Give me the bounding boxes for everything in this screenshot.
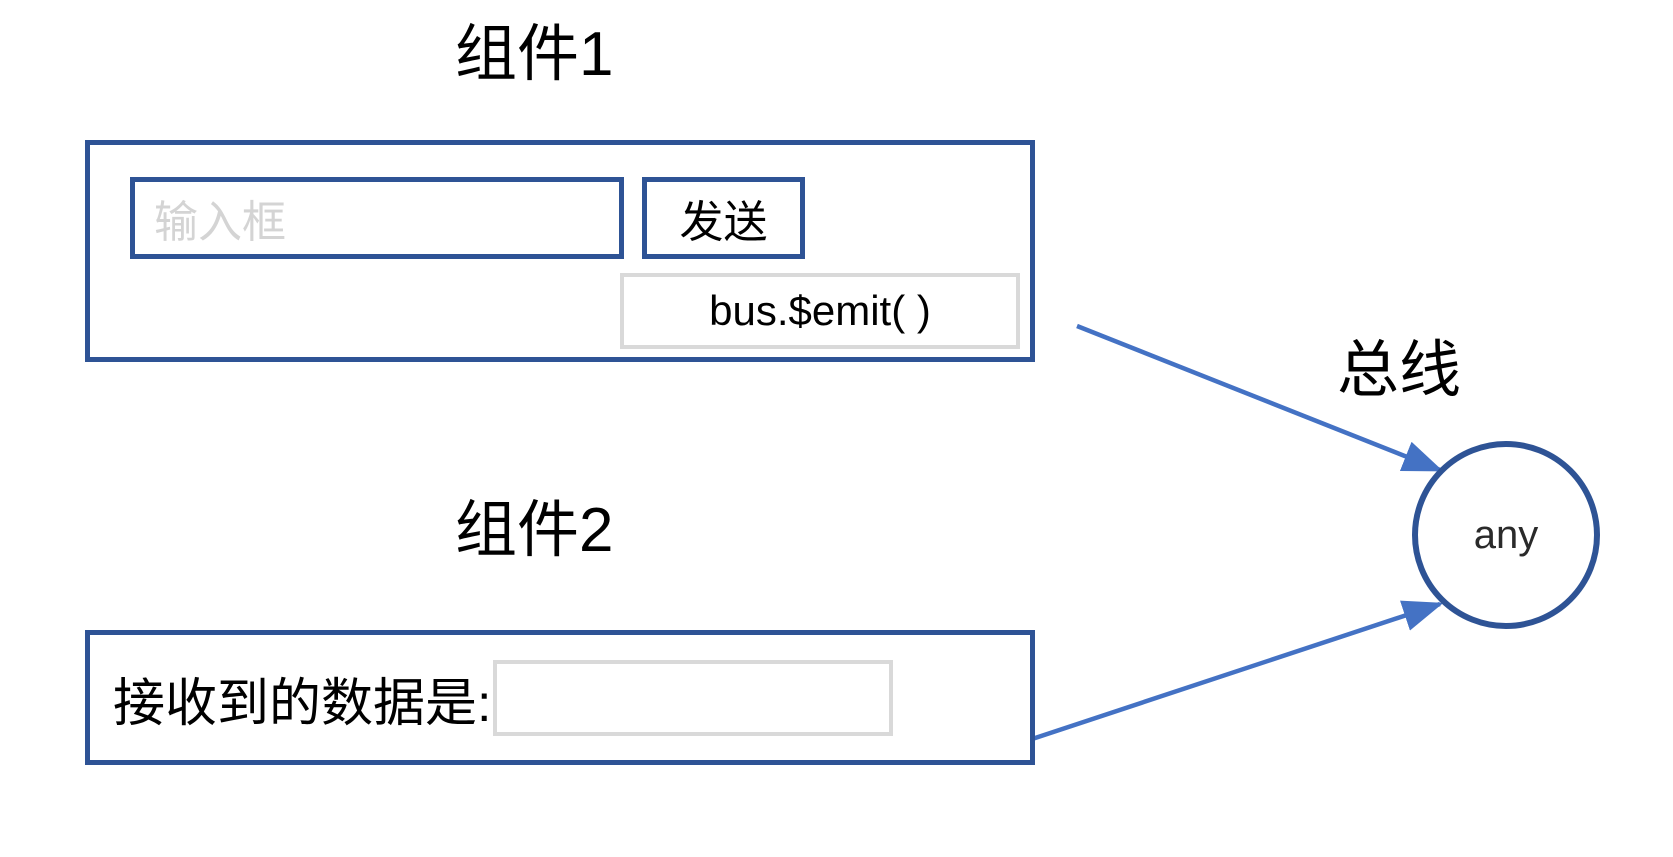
received-data-row: 接收到的数据是: bbox=[113, 653, 1030, 743]
component2-panel: 接收到的数据是: bbox=[85, 630, 1035, 765]
received-data-label: 接收到的数据是: bbox=[113, 674, 492, 733]
send-button[interactable]: 发送 bbox=[642, 177, 805, 259]
component2-title: 组件2 bbox=[455, 496, 614, 565]
message-input-placeholder: 输入框 bbox=[154, 198, 286, 247]
bus-title: 总线 bbox=[1337, 336, 1462, 405]
bus-circle-label: any bbox=[1473, 512, 1539, 557]
bus-circle: any bbox=[1412, 441, 1600, 629]
component1-title: 组件1 bbox=[455, 20, 614, 89]
message-input[interactable]: 输入框 bbox=[130, 177, 624, 259]
received-data-value-box bbox=[493, 660, 894, 736]
component1-panel: 输入框 发送 bus.$emit( ) bbox=[85, 140, 1035, 362]
bus-emit-call-box: bus.$emit( ) bbox=[620, 273, 1020, 349]
arrow-receive-to-bus bbox=[1016, 600, 1444, 747]
